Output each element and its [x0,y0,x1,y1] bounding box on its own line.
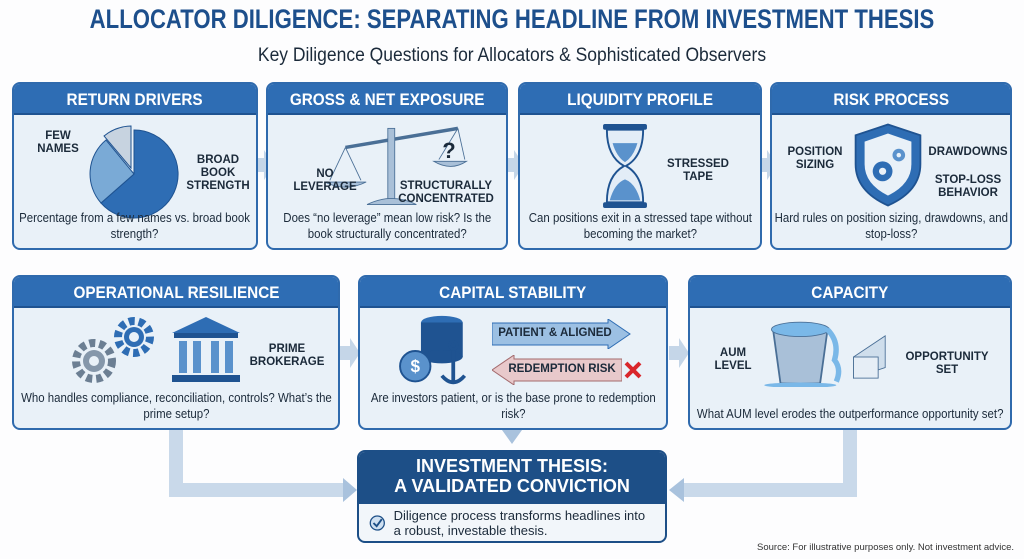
shield-gears-icon [854,123,922,207]
investment-thesis-box: INVESTMENT THESIS: A VALIDATED CONVICTIO… [357,450,667,543]
card-question: Hard rules on position sizing, drawdowns… [774,210,1008,241]
red-x-icon [624,361,642,379]
card-capital-stability: CAPITAL STABILITY $ PATIENT & ALIGNED RE… [358,275,668,430]
label-structurally-concentrated: STRUCTURALLY CONCENTRATED [398,180,494,205]
balance-scale-icon [324,126,468,205]
database-anchor-icon: $ [399,315,467,385]
label-position-sizing: POSITION SIZING [787,146,843,171]
card-liquidity-profile: LIQUIDITY PROFILE STRESSED TAPE Can posi… [518,82,762,250]
card-question: Does “no leverage” mean low risk? Is the… [283,210,491,241]
label-stressed-tape: STRESSED TAPE [667,158,729,183]
card-title: RETURN DRIVERS [66,90,204,109]
card-title: GROSS & NET EXPOSURE [289,90,485,109]
thesis-text: Diligence process transforms headlines i… [393,508,646,538]
card-question: Are investors patient, or is the base pr… [370,390,656,421]
card-title: CAPITAL STABILITY [439,283,587,302]
label-no-leverage: NO LEVERAGE [293,168,357,193]
label-stop-loss: STOP-LOSS BEHAVIOR [934,174,1002,199]
check-circle-icon [369,515,385,531]
label-aum-level: AUM LEVEL [714,347,752,372]
label-prime-brokerage: PRIME BROKERAGE [249,343,325,368]
overflowing-bucket-icon [764,321,842,387]
card-title: RISK PROCESS [833,90,949,109]
arrow-right-icon [492,319,631,349]
opportunity-set-box-icon [853,335,886,379]
label-patient-aligned: PATIENT & ALIGNED [498,327,612,339]
arrow-left-icon [492,355,622,385]
flow-arrow-to-thesis [169,430,857,502]
card-operational-resilience: OPERATIONAL RESILIENCE PRIME BROKERAGE W… [12,275,340,430]
label-drawdowns: DRAWDOWNS [928,146,1008,158]
svg-text:$: $ [410,357,420,376]
card-question: Who handles compliance, reconciliation, … [20,390,332,421]
card-capacity: CAPACITY AUM LEVEL OPPORTUNITY SET What … [688,275,1012,430]
bank-building-icon [172,317,240,382]
arrow-right-icon [669,338,689,368]
gears-icon [72,317,154,383]
card-title: CAPACITY [811,283,889,302]
arrow-right-icon [340,338,360,368]
label-few-names: FEW NAMES [37,130,79,155]
card-return-drivers: RETURN DRIVERS FEW NAMES BROAD BOOK STRE… [12,82,258,250]
card-title: OPERATIONAL RESILIENCE [72,283,280,302]
card-question: Can positions exit in a stressed tape wi… [528,210,752,241]
card-risk-process: RISK PROCESS POSITION SIZING DRAWDOWNS S… [770,82,1012,250]
card-gross-net-exposure: GROSS & NET EXPOSURE NO LEVERAGE STRUCTU… [266,82,508,250]
label-redemption-risk: REDEMPTION RISK [508,363,616,375]
card-title: LIQUIDITY PROFILE [567,90,713,109]
label-opportunity-set: OPPORTUNITY SET [905,351,989,376]
hourglass-icon [603,124,647,208]
page-title: ALLOCATOR DILIGENCE: SEPARATING HEADLINE… [89,4,935,34]
label-broad-book: BROAD BOOK STRENGTH [186,154,250,192]
question-mark-icon: ? [442,138,456,163]
source-note: Source: For illustrative purposes only. … [757,542,1014,553]
pie-chart-icon [89,125,179,219]
page-subtitle: Key Diligence Questions for Allocators &… [257,45,767,66]
card-question: What AUM level erodes the outperformance… [696,406,1004,421]
card-question: Percentage from a few names vs. broad bo… [19,210,251,241]
thesis-title-line1: INVESTMENT THESIS: [415,456,608,476]
thesis-title-line2: A VALIDATED CONVICTION [394,476,630,496]
